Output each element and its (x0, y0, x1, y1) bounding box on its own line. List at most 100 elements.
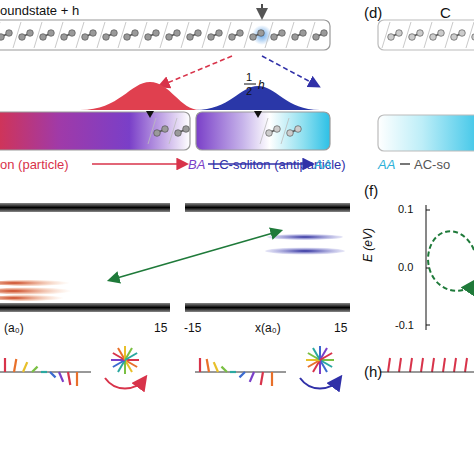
spin-arrow (454, 358, 456, 372)
spin-arrow (32, 367, 38, 372)
split-arrow (160, 56, 232, 86)
marker-triangle (254, 111, 262, 118)
spin-texture (0, 346, 467, 386)
spin-arrow (214, 362, 218, 372)
spin-arrow (261, 372, 263, 385)
atom (61, 34, 68, 41)
phase-label: AA (314, 158, 331, 171)
atom (216, 30, 223, 37)
dimer-chain (0, 22, 327, 48)
spin-arrow (14, 359, 16, 372)
spin-fan (308, 360, 320, 367)
soliton-box (378, 115, 474, 151)
rotation-arrow (300, 378, 340, 389)
axis-tick (426, 325, 430, 326)
spin-arrow (443, 358, 445, 372)
spin-fan (320, 353, 332, 360)
atom (40, 34, 47, 41)
marker-triangle (146, 111, 154, 118)
spin-fan (313, 348, 320, 360)
spin-arrow (199, 358, 201, 372)
rotation-arrow (105, 378, 145, 389)
panel-caption: oundstate + h (0, 4, 79, 17)
atom (111, 30, 118, 37)
spin-arrow (432, 358, 434, 372)
atom (132, 30, 139, 37)
spin-arrow (221, 367, 227, 372)
spin-arrow (410, 358, 412, 372)
panel-letter: (f) (364, 183, 378, 198)
spin-arrow (23, 362, 27, 372)
atom (409, 34, 416, 41)
soliton-box (196, 112, 330, 150)
atom (279, 30, 286, 37)
tick-label: -0.1 (395, 320, 414, 331)
hole-arrow (261, 4, 263, 17)
spin-arrow (59, 372, 63, 382)
spin-arrow (68, 372, 70, 385)
spin-arrow (207, 359, 209, 372)
panel-letter: (h) (364, 364, 382, 379)
spin-arrow (4, 358, 6, 372)
atom (103, 34, 110, 41)
atom (271, 34, 278, 41)
atom (292, 34, 299, 41)
axis-title: x(a₀) (255, 322, 281, 334)
soliton-name: on (particle) (0, 158, 69, 171)
band-bar (0, 203, 170, 212)
atom (459, 30, 466, 37)
atom (258, 30, 265, 37)
atom (195, 30, 202, 37)
panel-letter: (d) (364, 5, 382, 20)
phase-label: AA (378, 158, 395, 171)
atom (124, 34, 131, 41)
soliton-box (0, 112, 190, 150)
spin-arrow (250, 372, 254, 382)
axis-tick (426, 210, 430, 211)
spin-arrow (388, 358, 390, 372)
atom (82, 34, 89, 41)
charge-profile (195, 86, 320, 110)
spin-fan (125, 353, 137, 360)
state-streak (265, 248, 345, 255)
atom (388, 34, 395, 41)
atom (145, 34, 152, 41)
spin-axis (380, 372, 474, 373)
direction-arrow (92, 163, 186, 165)
spin-arrow (230, 371, 236, 373)
atom (321, 30, 328, 37)
spin-arrow (50, 372, 56, 377)
atom (175, 130, 182, 137)
atom (154, 130, 161, 137)
atom (27, 30, 34, 37)
spin-arrow (271, 372, 273, 386)
panel-caption: C (440, 5, 451, 20)
relation-arrow (110, 231, 280, 280)
soliton-name: AC-so (414, 158, 450, 171)
atom (430, 34, 437, 41)
dimer-chain (148, 118, 301, 144)
atom (274, 126, 281, 133)
atom (183, 126, 190, 133)
atom (287, 130, 294, 137)
atom (438, 30, 445, 37)
band-bar (185, 303, 350, 312)
atom (153, 30, 160, 37)
fraction-number: 2 (246, 86, 252, 97)
atom (6, 30, 13, 37)
atom (313, 34, 320, 41)
tick-label: -15 (184, 322, 201, 334)
atom (266, 130, 273, 137)
atom (0, 34, 4, 41)
direction-arrow (400, 163, 410, 165)
band-bar (185, 203, 350, 212)
spin-arrow (239, 372, 245, 377)
spin-arrow (421, 358, 423, 372)
phase-label: BA (188, 158, 205, 171)
state-streak (267, 234, 343, 240)
tick-label: 15 (334, 322, 347, 334)
atom (451, 34, 458, 41)
axis-title: (a₀) (4, 322, 24, 334)
fraction-number: 1 (246, 72, 252, 83)
tick-label: 0.0 (398, 262, 413, 273)
